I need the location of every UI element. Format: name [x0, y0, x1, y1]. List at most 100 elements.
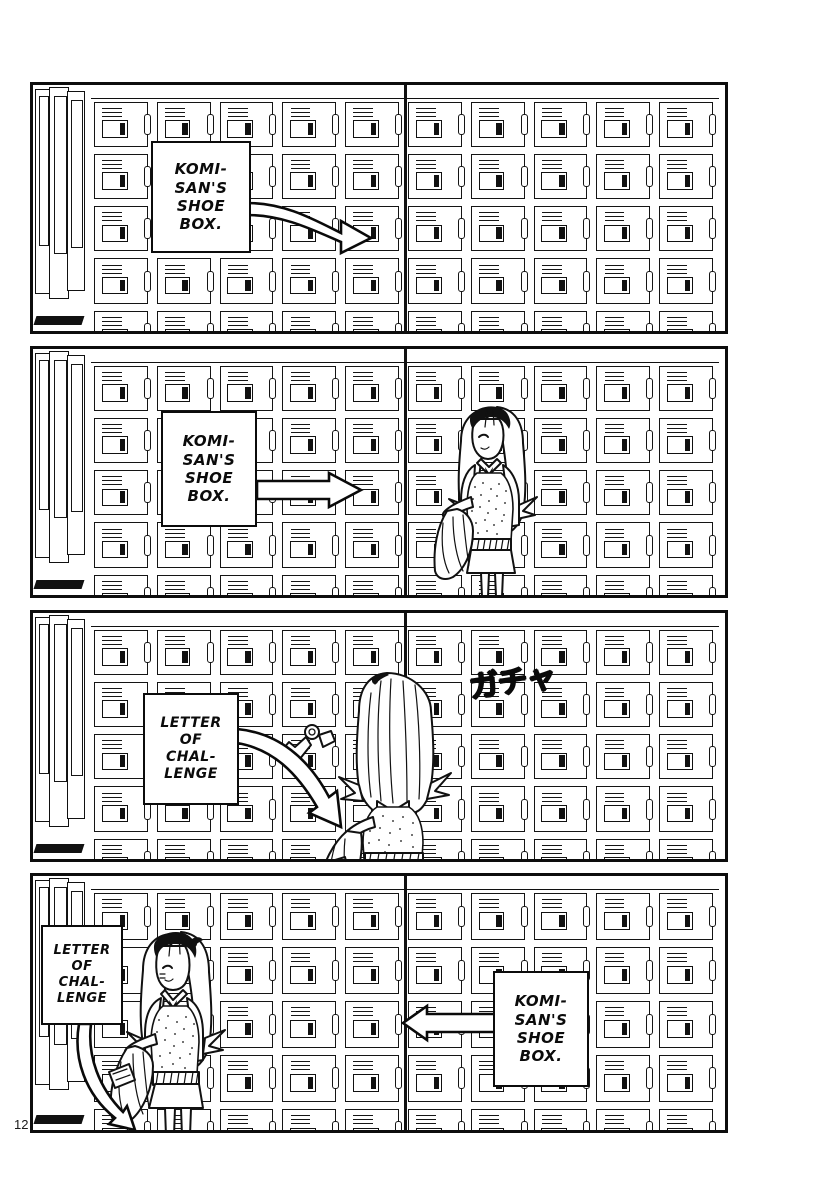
- locker-door[interactable]: [470, 682, 528, 728]
- locker-door[interactable]: [94, 310, 151, 331]
- locker-door[interactable]: [659, 1000, 716, 1048]
- locker-door[interactable]: [94, 470, 151, 516]
- locker-door[interactable]: [659, 154, 716, 200]
- locker-door[interactable]: [659, 206, 716, 252]
- locker-door[interactable]: [408, 366, 465, 412]
- locker-door[interactable]: [470, 1108, 528, 1130]
- locker-door[interactable]: [345, 102, 402, 148]
- locker-door[interactable]: [659, 838, 716, 859]
- locker-door[interactable]: [282, 946, 339, 994]
- locker-door[interactable]: [596, 893, 653, 940]
- locker-door[interactable]: [470, 838, 528, 859]
- locker-door[interactable]: [219, 630, 277, 676]
- locker-door[interactable]: [94, 522, 151, 568]
- locker-door[interactable]: [596, 1000, 653, 1048]
- locker-door[interactable]: [596, 366, 653, 412]
- locker-door[interactable]: [659, 786, 716, 832]
- locker-door[interactable]: [282, 574, 339, 595]
- locker-door[interactable]: [533, 102, 591, 148]
- locker-door[interactable]: [156, 366, 214, 412]
- locker-door[interactable]: [533, 366, 591, 412]
- locker-door[interactable]: [94, 258, 151, 304]
- locker-door[interactable]: [533, 1108, 591, 1130]
- locker-door[interactable]: [533, 522, 591, 568]
- locker-door[interactable]: [408, 418, 465, 464]
- locker-door[interactable]: [94, 630, 151, 676]
- locker-door[interactable]: [282, 630, 339, 676]
- locker-door[interactable]: [408, 470, 465, 516]
- locker-door[interactable]: [408, 154, 465, 200]
- locker-door[interactable]: [659, 946, 716, 994]
- locker-door[interactable]: [470, 366, 528, 412]
- locker-door[interactable]: [219, 893, 277, 940]
- locker-door[interactable]: [533, 734, 591, 780]
- locker-door[interactable]: [345, 366, 402, 412]
- locker-door[interactable]: [345, 946, 402, 994]
- locker-door[interactable]: [533, 574, 591, 595]
- locker-door[interactable]: [282, 154, 339, 200]
- locker-door[interactable]: [156, 574, 214, 595]
- locker-door[interactable]: [219, 522, 277, 568]
- locker-door[interactable]: [659, 734, 716, 780]
- locker-door[interactable]: [219, 574, 277, 595]
- locker-door[interactable]: [596, 786, 653, 832]
- locker-door[interactable]: [408, 102, 465, 148]
- locker-door[interactable]: [219, 946, 277, 994]
- locker-door[interactable]: [659, 522, 716, 568]
- locker-door[interactable]: [659, 102, 716, 148]
- locker-door[interactable]: [470, 893, 528, 940]
- locker-door[interactable]: [659, 630, 716, 676]
- locker-door[interactable]: [345, 310, 402, 331]
- locker-door[interactable]: [345, 418, 402, 464]
- locker-door[interactable]: [533, 838, 591, 859]
- locker-door[interactable]: [533, 206, 591, 252]
- locker-door[interactable]: [533, 418, 591, 464]
- locker-door[interactable]: [408, 1054, 465, 1102]
- locker-door[interactable]: [345, 1000, 402, 1048]
- locker-door[interactable]: [156, 258, 214, 304]
- locker-door[interactable]: [533, 682, 591, 728]
- locker-door[interactable]: [533, 154, 591, 200]
- locker-door[interactable]: [345, 574, 402, 595]
- locker-door[interactable]: [345, 258, 402, 304]
- locker-door[interactable]: [659, 893, 716, 940]
- locker-door[interactable]: [94, 734, 151, 780]
- locker-door[interactable]: [408, 310, 465, 331]
- locker-door[interactable]: [94, 418, 151, 464]
- locker-door[interactable]: [659, 1054, 716, 1102]
- locker-door[interactable]: [345, 1054, 402, 1102]
- locker-door[interactable]: [470, 310, 528, 331]
- locker-door[interactable]: [219, 258, 277, 304]
- locker-door[interactable]: [408, 206, 465, 252]
- locker-door[interactable]: [282, 418, 339, 464]
- locker-door[interactable]: [596, 734, 653, 780]
- locker-door[interactable]: [533, 630, 591, 676]
- locker-door[interactable]: [408, 630, 465, 676]
- locker-door[interactable]: [470, 206, 528, 252]
- locker-door[interactable]: [94, 206, 151, 252]
- locker-door[interactable]: [345, 630, 402, 676]
- locker-door[interactable]: [219, 1054, 277, 1102]
- locker-door[interactable]: [659, 682, 716, 728]
- locker-door[interactable]: [596, 470, 653, 516]
- locker-door[interactable]: [596, 630, 653, 676]
- locker-door[interactable]: [596, 522, 653, 568]
- locker-door[interactable]: [659, 418, 716, 464]
- locker-door[interactable]: [94, 366, 151, 412]
- locker-door[interactable]: [282, 893, 339, 940]
- locker-door[interactable]: [345, 1108, 402, 1130]
- locker-door[interactable]: [470, 154, 528, 200]
- locker-door[interactable]: [596, 154, 653, 200]
- locker-door[interactable]: [596, 682, 653, 728]
- locker-door[interactable]: [470, 734, 528, 780]
- locker-door[interactable]: [156, 310, 214, 331]
- locker-door[interactable]: [94, 102, 151, 148]
- locker-door[interactable]: [408, 946, 465, 994]
- locker-door[interactable]: [282, 258, 339, 304]
- locker-door[interactable]: [596, 1054, 653, 1102]
- locker-door[interactable]: [219, 1108, 277, 1130]
- locker-door[interactable]: [156, 102, 214, 148]
- locker-door[interactable]: [470, 786, 528, 832]
- locker-door[interactable]: [596, 258, 653, 304]
- locker-door[interactable]: [659, 366, 716, 412]
